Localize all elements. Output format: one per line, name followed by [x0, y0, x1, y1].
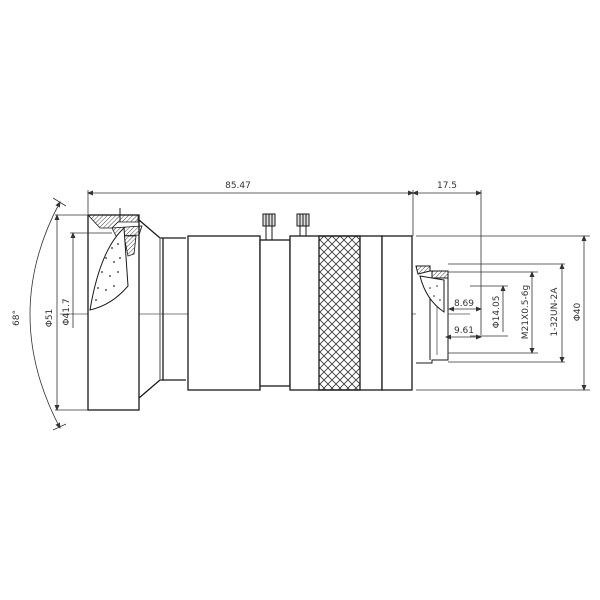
- field-angle-label: 68°: [12, 310, 22, 326]
- rear-glass-stipple: [429, 285, 441, 301]
- focus-lock-screw: [262, 213, 276, 240]
- overall-length-label: 85.47: [225, 181, 251, 191]
- knurled-grip: [318, 235, 361, 391]
- dimension-lines: [29, 190, 590, 431]
- main-barrel: [187, 235, 413, 391]
- metric-thread-label: M21X0.5-6g: [521, 285, 531, 339]
- iris-lock-screw: [296, 213, 310, 236]
- rear-glass-diameter-label: Φ14.05: [492, 296, 502, 329]
- front-glass-diameter-label: Φ41.7: [62, 298, 72, 325]
- barrel-section-1: [187, 235, 261, 391]
- front-lens-housing: [87, 214, 186, 411]
- unified-thread-label: 1-32UN-2A: [550, 287, 560, 337]
- barrel-section-2: [259, 239, 291, 387]
- front-lens-element: [89, 226, 129, 311]
- glass-stipple: [95, 243, 121, 301]
- rear-mount: [415, 265, 449, 364]
- back-length-label: 17.5: [437, 181, 457, 191]
- lock-screws: [262, 213, 310, 240]
- front-retainer-section: [87, 208, 143, 257]
- front-diameter-label: Φ51: [45, 309, 55, 328]
- rear-depth-1-label: 8.69: [454, 299, 474, 309]
- rear-barrel-ring: [381, 235, 413, 391]
- body-diameter-label: Φ40: [573, 302, 583, 321]
- rear-depth-2-label: 9.61: [454, 326, 474, 336]
